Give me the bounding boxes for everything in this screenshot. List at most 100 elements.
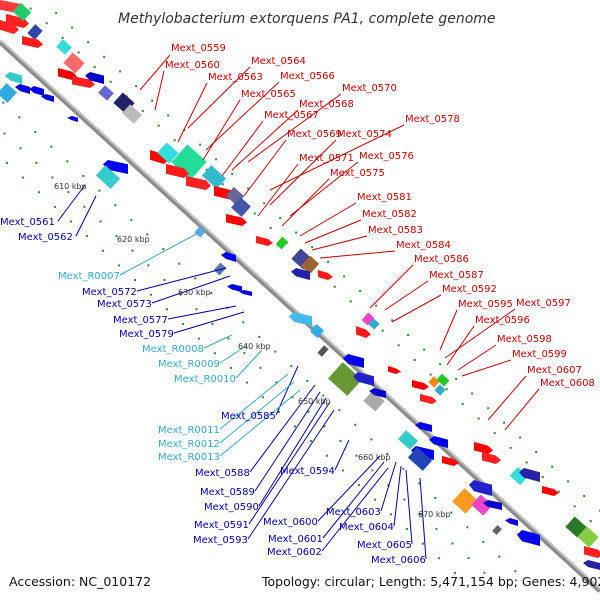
track-dot [525, 461, 528, 464]
forward-gene-arrow [442, 456, 459, 466]
forward-gene-arrow [356, 326, 371, 338]
track-dot [3, 132, 6, 135]
track-dot [37, 191, 40, 194]
reverse-gene-arrow [289, 312, 312, 326]
track-dot [423, 348, 426, 351]
track-dot [71, 26, 74, 29]
rna-gene-label: Mext_R0012 [158, 439, 220, 450]
reverse-gene-arrow [469, 480, 492, 496]
leader-line [457, 344, 497, 371]
track-dot [245, 381, 248, 384]
track-dot [101, 249, 104, 252]
reverse-gene-label: Mext_0589 [200, 487, 255, 498]
gene-feature [0, 83, 17, 103]
forward-gene-arrow [420, 394, 437, 404]
leader-line [151, 275, 231, 304]
gene-feature [577, 526, 599, 548]
forward-gene-label: Mext_0587 [429, 270, 484, 281]
leader-line [219, 373, 289, 430]
forward-gene-label: Mext_0607 [527, 365, 582, 376]
leader-line [254, 391, 321, 492]
gene-feature [27, 24, 43, 40]
track-dot [61, 36, 64, 39]
leader-line [221, 120, 264, 177]
reverse-gene-label: Mext_0603 [326, 507, 381, 518]
reverse-gene-arrow [519, 468, 540, 482]
leader-line [269, 139, 337, 206]
track-dot [557, 490, 560, 493]
track-dot [141, 110, 144, 113]
track-dot [205, 168, 208, 171]
track-dot [117, 264, 120, 267]
track-dot [354, 423, 357, 426]
track-dot [483, 571, 486, 574]
track-dot [467, 557, 470, 560]
track-dot [119, 70, 122, 73]
track-dot [130, 218, 133, 221]
track-dot [21, 176, 24, 179]
gene-feature [361, 312, 375, 326]
forward-gene-label: Mext_0592 [442, 284, 497, 295]
gene-feature [98, 85, 114, 101]
reverse-gene-arrow [85, 72, 104, 84]
accession-text: Accession: NC_010172 [9, 574, 151, 589]
gene-feature [436, 373, 450, 387]
leader-line [334, 439, 350, 471]
reverse-gene-arrow [415, 422, 432, 432]
track-dot [211, 322, 214, 325]
track-dot [439, 363, 442, 366]
reverse-gene-label: Mext_0604 [339, 522, 394, 533]
gene-feature [309, 323, 325, 339]
track-dot [375, 304, 378, 307]
forward-gene-label: Mext_0576 [359, 151, 414, 162]
gene-feature [317, 345, 329, 357]
track-dot [115, 235, 118, 238]
leader-line [187, 66, 251, 129]
reverse-gene-label: Mext_0605 [357, 540, 412, 551]
reverse-gene-arrow [517, 530, 540, 546]
track-dot [567, 480, 570, 483]
track-dot [435, 527, 438, 530]
gene-tracks [0, 0, 600, 574]
track-dot [69, 220, 72, 223]
gene-feature [213, 262, 227, 276]
forward-gene-label: Mext_0578 [405, 114, 460, 125]
reverse-gene-arrow [103, 160, 128, 174]
leader-line [247, 93, 342, 163]
reverse-gene-arrow [67, 116, 78, 122]
forward-gene-label: Mext_0583 [368, 225, 423, 236]
leader-line [311, 235, 368, 251]
track-dot [210, 292, 213, 295]
track-dot [589, 519, 592, 522]
reverse-gene-label: Mext_0600 [263, 517, 318, 528]
reverse-gene-arrow [15, 84, 30, 94]
track-dot [343, 275, 346, 278]
track-dot [93, 66, 96, 69]
track-dot [403, 498, 406, 501]
track-dot [82, 174, 85, 177]
forward-gene-arrow [256, 236, 273, 246]
forward-gene-arrow [22, 36, 43, 48]
leader-line [139, 54, 171, 91]
gene-feature [428, 376, 440, 388]
track-dot [29, 7, 32, 10]
forward-gene-label: Mext_0581 [357, 192, 412, 203]
gene-feature [171, 144, 207, 180]
track-dot [341, 469, 344, 472]
rna-gene-label: Mext_R0013 [158, 452, 220, 463]
track-dot [275, 381, 278, 384]
track-dot [151, 99, 154, 102]
forward-gene-label: Mext_0565 [241, 89, 296, 100]
rna-gene-label: Mext_R0007 [58, 271, 120, 282]
leader-line [243, 139, 287, 197]
track-dot [466, 526, 469, 529]
scale-label: 650 kbp [298, 397, 331, 406]
track-dot [5, 161, 8, 164]
leader-line [281, 178, 330, 227]
leader-line [205, 81, 280, 151]
track-dot [453, 571, 456, 574]
forward-gene-label: Mext_0567 [264, 110, 319, 121]
forward-gene-label: Mext_0574 [337, 129, 392, 140]
forward-gene-label: Mext_0571 [299, 153, 354, 164]
track-dot [103, 55, 106, 58]
